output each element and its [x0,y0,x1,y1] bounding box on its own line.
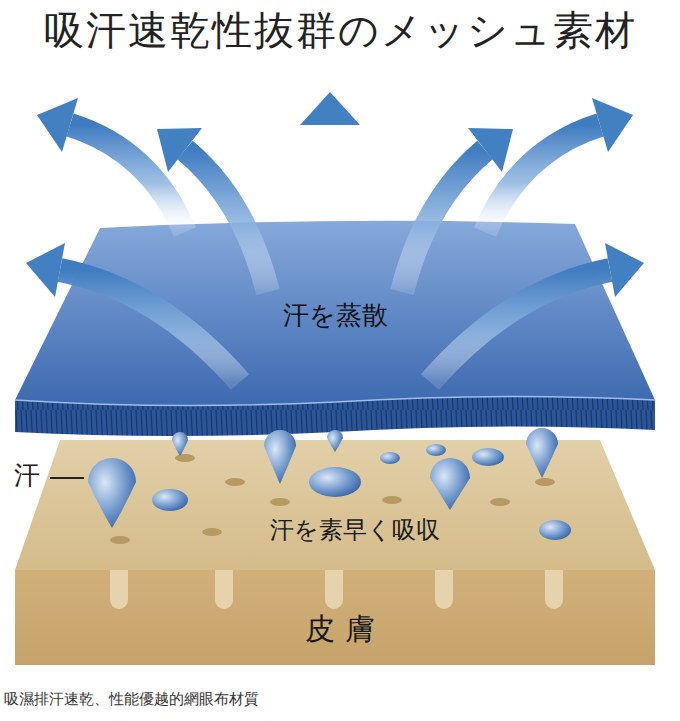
fabric-label: 汗を蒸散 [283,300,388,331]
sweat-label: 汗 [14,460,40,491]
title: 吸汗速乾性抜群のメッシュ素材 [44,6,637,54]
skin-title: 皮 膚 [305,611,375,647]
caption: 吸濕排汗速乾、性能優越的網眼布材質 [4,690,259,708]
mesh-fabric: 汗を蒸散 [15,210,655,442]
skin-label: 汗を素早く吸収 [270,516,440,545]
skin-layer: 汗を素早く吸収皮 膚 [15,430,655,670]
leader-line [50,477,84,479]
